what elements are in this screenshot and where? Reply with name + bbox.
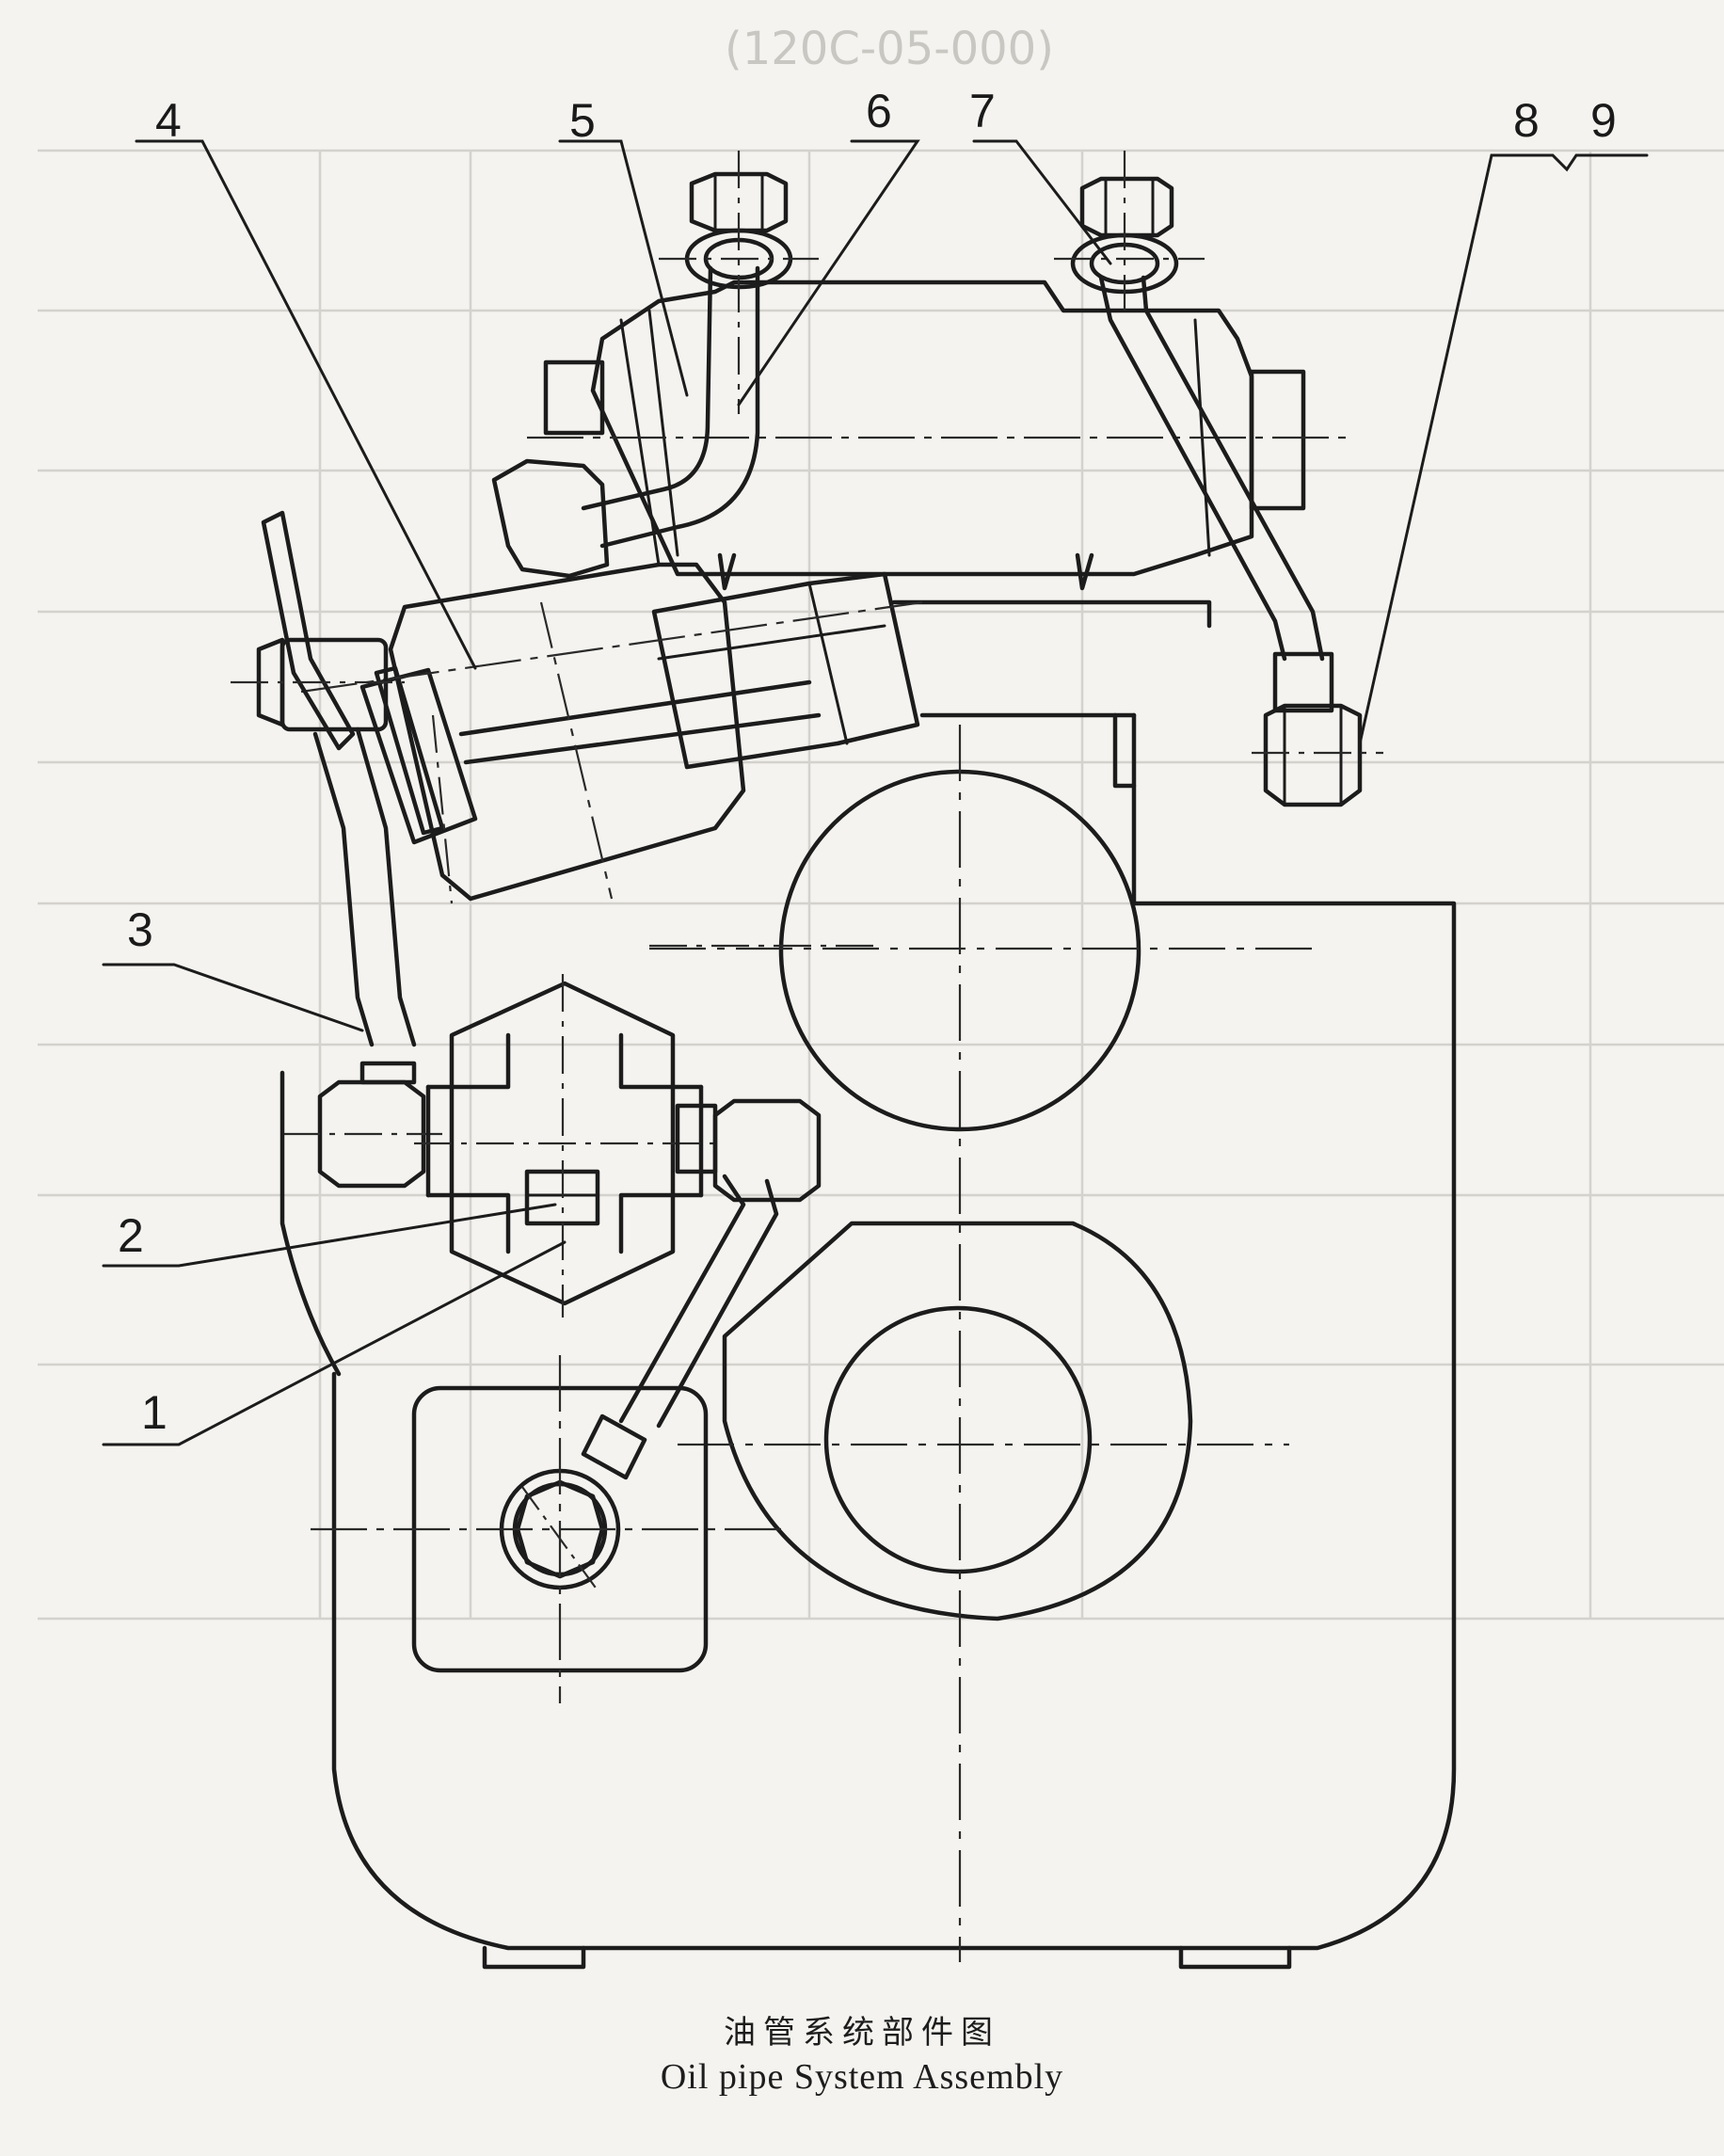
callout-9: 9	[1590, 94, 1617, 147]
gearbox-housing	[331, 712, 1457, 1970]
lower-pipe-upper-nut	[712, 1098, 822, 1203]
top-right-nut	[1079, 176, 1174, 238]
pump-valve-block	[651, 571, 920, 770]
lower-gear-circle	[823, 1305, 1093, 1574]
filter-side-port	[1249, 369, 1306, 511]
pipe-lower-diagonal	[499, 1098, 822, 1591]
housing-outline	[331, 712, 1457, 1951]
callout-5: 5	[569, 94, 596, 147]
callout-labels: 4 5 6 7 8 9 3 2 1	[118, 85, 1617, 1439]
callout-1: 1	[141, 1386, 168, 1439]
bleed-through-table: (120C-05-000)	[38, 23, 1724, 1621]
bleed-through-heading: (120C-05-000)	[725, 23, 1054, 75]
pipe-right	[1054, 151, 1383, 807]
top-left-nut	[689, 171, 789, 233]
filter-housing-outline	[590, 279, 1254, 577]
leader-lines	[102, 139, 1649, 1446]
callout-4: 4	[155, 94, 182, 147]
lever-handle	[261, 510, 356, 751]
housing-inner-lines	[279, 714, 875, 1377]
callout-6: 6	[866, 85, 892, 137]
right-pipe-fitting	[1272, 651, 1334, 713]
callout-8: 8	[1513, 94, 1540, 147]
housing-foot-right	[1178, 1945, 1292, 1970]
housing-foot-left	[482, 1945, 586, 1970]
filter-left-port	[543, 359, 605, 436]
figure-caption-chinese: 油管系统部件图	[724, 2014, 1000, 2052]
hex-flange	[414, 974, 715, 1318]
callout-7: 7	[969, 85, 996, 137]
pipe-left-fitting	[491, 458, 610, 579]
pipe-top-left	[491, 151, 819, 579]
figure-caption-english: Oil pipe System Assembly	[660, 2057, 1064, 2097]
pipe-left-vertical	[231, 510, 442, 1189]
top-filter-housing	[527, 279, 1355, 591]
callout-3: 3	[127, 903, 153, 956]
oil-pump-block	[300, 562, 1212, 902]
callout-2: 2	[118, 1209, 144, 1262]
gear-sections	[649, 725, 1317, 1962]
lower-access-cover	[311, 1355, 781, 1703]
lower-gear-outer	[722, 1221, 1193, 1621]
pump-body	[388, 562, 746, 902]
hex-flange-outline	[449, 981, 676, 1306]
right-pipe-nut	[1263, 703, 1363, 807]
